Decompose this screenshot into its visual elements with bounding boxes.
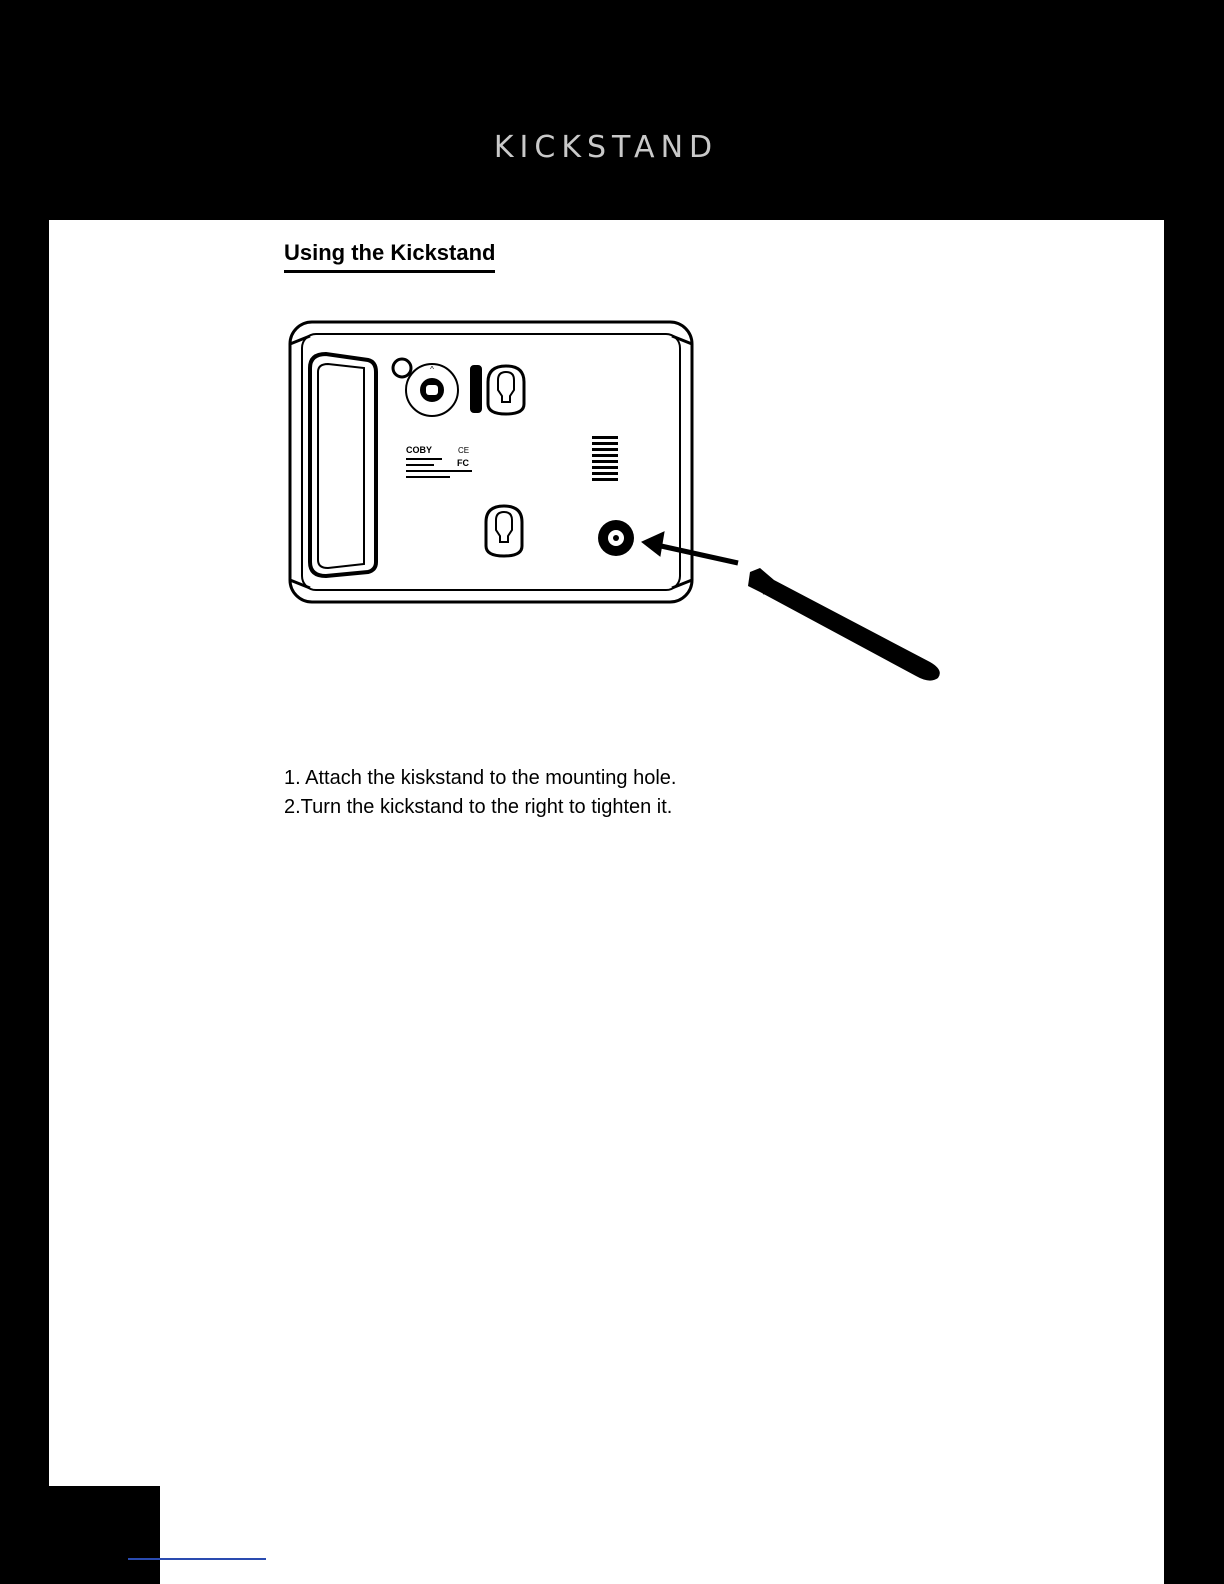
control-buttons: ^ bbox=[393, 359, 481, 416]
instruction-step-2: 2.Turn the kickstand to the right to tig… bbox=[284, 793, 676, 822]
kickstand-illustration: ^ COBY CE FC bbox=[280, 310, 960, 710]
svg-text:^: ^ bbox=[430, 365, 434, 374]
ce-mark: CE bbox=[458, 446, 469, 455]
instruction-step-1: 1. Attach the kiskstand to the mounting … bbox=[284, 764, 676, 793]
arrow-icon bbox=[642, 532, 738, 563]
kickstand-screw-icon bbox=[748, 568, 940, 681]
scan-border-left bbox=[0, 0, 49, 1584]
page-title: KICKSTAND bbox=[38, 130, 1174, 165]
product-label: COBY CE FC bbox=[406, 445, 472, 478]
fc-mark: FC bbox=[457, 458, 469, 468]
instruction-list: 1. Attach the kiskstand to the mounting … bbox=[284, 764, 676, 822]
scan-border-right bbox=[1164, 0, 1224, 1584]
scan-corner-block bbox=[40, 1486, 160, 1584]
mounting-hole bbox=[598, 520, 634, 556]
photo-frame-back bbox=[290, 322, 692, 602]
brand-label: COBY bbox=[406, 445, 432, 455]
speaker-grille bbox=[592, 436, 618, 481]
keyhole-mounts bbox=[486, 366, 524, 556]
section-heading: Using the Kickstand bbox=[284, 240, 495, 273]
header-bar: KICKSTAND bbox=[38, 0, 1174, 220]
scan-bottom-line bbox=[128, 1558, 266, 1560]
